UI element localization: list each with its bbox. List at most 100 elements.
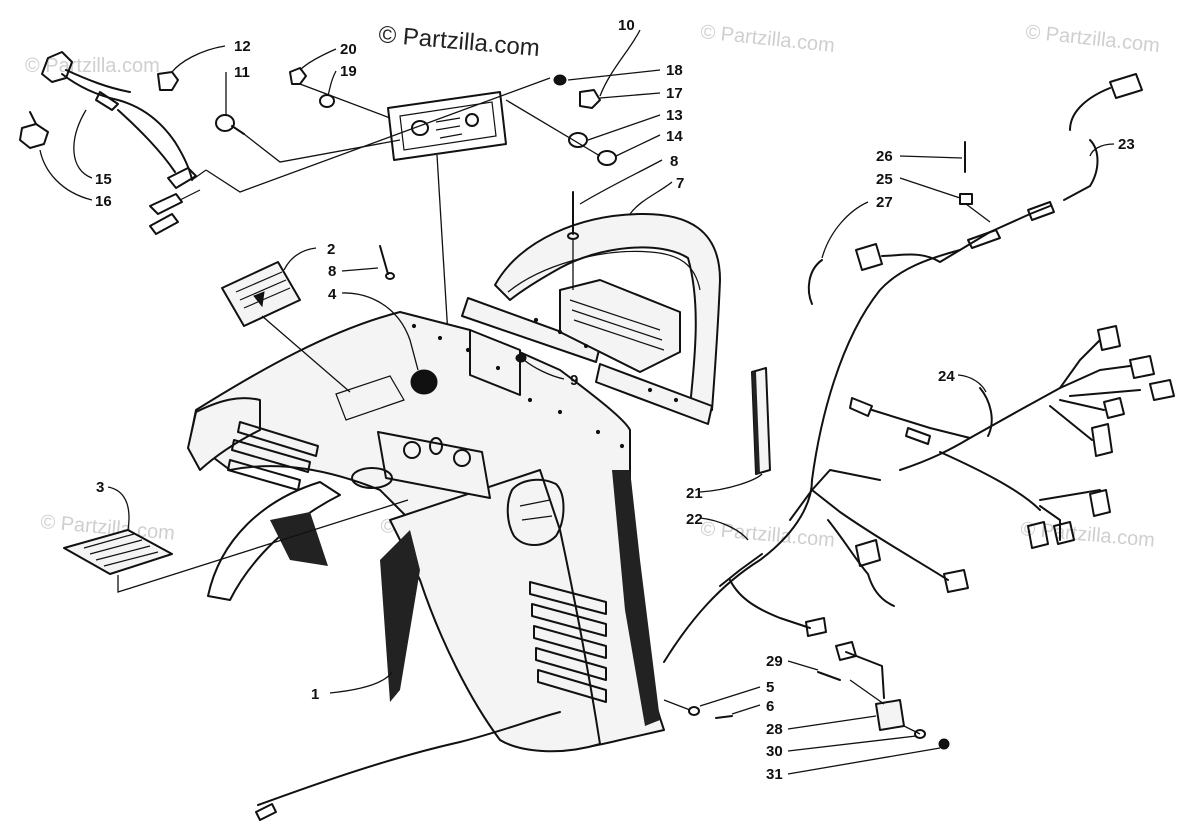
leader-panel-to-grommet — [505, 99, 601, 157]
switch-knob-12 — [157, 71, 179, 91]
screw-8a-head — [385, 272, 395, 280]
harness-branch-up — [1059, 339, 1101, 389]
cable-connector-c — [149, 213, 179, 235]
vent-slot-5 — [537, 669, 607, 703]
leader-10 — [599, 29, 641, 97]
vent-slot-3 — [533, 625, 607, 659]
connector-24d — [1103, 397, 1125, 419]
cable-ends — [179, 169, 207, 201]
leader-8a — [341, 267, 379, 272]
decal-3-text — [83, 533, 159, 567]
decal-3-plate — [63, 529, 173, 575]
cable-connector-a — [167, 167, 197, 189]
harness-27-branch — [881, 249, 961, 263]
switch-17 — [579, 89, 601, 109]
hood-fender-curve — [207, 481, 341, 601]
dash-hole-3 — [453, 449, 471, 467]
harness-trunk-upper — [811, 249, 961, 481]
switch-11-stem — [231, 125, 245, 135]
shroud-mount-strip-left — [461, 297, 601, 363]
callout-31: 31 — [766, 766, 783, 783]
vent-slot-4 — [535, 647, 607, 681]
leader-22 — [699, 517, 749, 541]
leader-20 — [299, 48, 337, 71]
connector-24b — [1129, 355, 1155, 379]
connector-24a — [1097, 325, 1121, 351]
shroud-vent-slats — [569, 299, 665, 351]
harness-23-lead — [1063, 139, 1099, 201]
grommet-14 — [597, 150, 617, 166]
connector-24c — [1149, 379, 1175, 401]
screw-6 — [715, 715, 733, 719]
side-vent-2 — [231, 439, 311, 473]
nut-31 — [938, 738, 950, 750]
connector-22 — [805, 617, 827, 637]
headlight-housing — [506, 478, 565, 546]
hood-cable-end — [255, 803, 277, 821]
connector-23b — [1027, 201, 1055, 221]
callout-21: 21 — [686, 485, 703, 502]
loop-wire-27 — [807, 259, 823, 305]
wiring-harness — [663, 73, 1175, 663]
leader-5 — [699, 686, 761, 707]
harness-right-branch — [899, 387, 1061, 471]
connector-lr-c — [1053, 521, 1075, 545]
dash-gauge-opening — [351, 467, 393, 489]
shroud-mount-strip-right — [595, 363, 713, 425]
leader-16 — [39, 149, 93, 201]
switch-28 — [875, 699, 905, 731]
throttle-cable-lower — [117, 109, 176, 173]
dash-panel-recess — [377, 431, 491, 499]
side-vent-3 — [237, 421, 319, 457]
vent-slot-1 — [529, 581, 607, 615]
clip-25 — [959, 193, 973, 205]
callout-8a: 8 — [328, 263, 336, 280]
leader-cable-to-panel — [205, 77, 551, 193]
callout-18: 18 — [666, 62, 683, 79]
decal-3 — [63, 499, 409, 593]
leader-7 — [629, 181, 673, 215]
harness-fanout — [1049, 365, 1141, 441]
hood-screw-leader — [663, 699, 691, 711]
switch-28-wire — [845, 651, 885, 699]
leader-21 — [699, 473, 763, 493]
clip-25-leader — [965, 203, 991, 223]
dash-hole-1 — [403, 441, 421, 459]
decal-3-leader — [117, 499, 409, 593]
leader-switch-to-panel — [243, 133, 401, 163]
callout-6: 6 — [766, 698, 774, 715]
hood-front-vents — [529, 581, 607, 703]
tube-21-shade — [752, 372, 760, 474]
dash-hole-2 — [429, 437, 443, 455]
decal-2-text — [235, 271, 291, 309]
callout-9: 9 — [570, 372, 578, 389]
hood-shadow-right — [612, 470, 660, 726]
bulb-20 — [289, 67, 307, 85]
callout-19: 19 — [340, 63, 357, 80]
switch-bracket-tab — [29, 111, 37, 125]
hood-rivets — [411, 317, 679, 449]
callout-14: 14 — [666, 128, 683, 145]
harness-junction — [789, 469, 881, 521]
leader-14 — [615, 134, 661, 157]
connector-mid — [905, 427, 931, 445]
grommet-13 — [568, 132, 588, 148]
harness-lower-right — [939, 451, 1041, 511]
connector-lower-middle — [943, 569, 969, 593]
harness-main-trunk — [663, 479, 813, 663]
harness-22-branch — [729, 579, 811, 629]
connector-lr-b — [1027, 521, 1049, 549]
panel-legend — [435, 117, 463, 139]
leader-8b — [579, 159, 663, 205]
panel-plate — [387, 91, 507, 161]
leader-2 — [283, 247, 317, 271]
callout-4: 4 — [328, 286, 337, 303]
leader-25 — [899, 177, 961, 199]
leader-24 — [957, 374, 987, 393]
throttle-cable-assembly — [19, 51, 207, 235]
screw-8a — [379, 245, 389, 275]
callout-17: 17 — [666, 85, 683, 102]
harness-lower-middle — [811, 489, 949, 581]
hood-bottom-cable — [257, 711, 561, 806]
